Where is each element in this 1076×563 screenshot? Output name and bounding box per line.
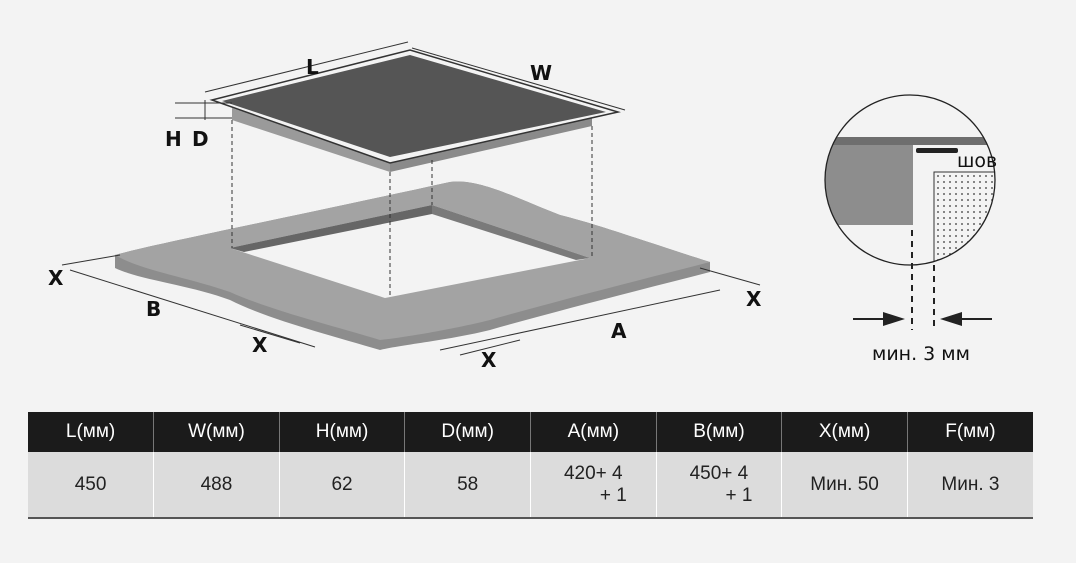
countertop	[115, 181, 710, 350]
label-L: L	[306, 55, 319, 79]
cell-F: Мин. 3	[907, 452, 1033, 519]
cell-W: 488	[153, 452, 280, 519]
label-B: B	[146, 297, 161, 321]
cell-A-tolerance: + 1	[599, 484, 627, 506]
label-W: W	[530, 61, 552, 85]
label-H: H	[165, 127, 182, 151]
header-B: B(мм)	[656, 412, 783, 452]
header-F: F(мм)	[907, 412, 1033, 452]
cell-D: 58	[404, 452, 531, 519]
header-H: H(мм)	[279, 412, 406, 452]
label-X-bottom-left: X	[252, 333, 268, 357]
cell-A-main: 420+ 4	[563, 462, 623, 484]
header-A: A(мм)	[530, 412, 657, 452]
dimensions-table: L(мм) W(мм) H(мм) D(мм) A(мм) B(мм) X(мм…	[28, 412, 1033, 519]
cell-B-main: 450+ 4	[689, 462, 749, 484]
header-X: X(мм)	[781, 412, 908, 452]
seam-label: шов	[957, 150, 997, 172]
arrow-right-icon	[883, 312, 905, 326]
projection-lines	[231, 120, 593, 298]
header-L: L(мм)	[28, 412, 155, 452]
cell-B: 450+ 4+ 1	[656, 452, 783, 519]
cell-H: 62	[279, 452, 406, 519]
label-X-right: X	[746, 287, 762, 311]
installation-diagram: L W H D X B X X A X шов мин. 3 мм	[48, 41, 997, 372]
header-W: W(мм)	[153, 412, 280, 452]
header-D: D(мм)	[404, 412, 531, 452]
label-D: D	[192, 127, 209, 151]
cell-A: 420+ 4+ 1	[530, 452, 657, 519]
dimension-lines	[61, 41, 761, 356]
hob	[209, 49, 621, 172]
arrow-left-icon	[940, 312, 962, 326]
cell-B-tolerance: + 1	[725, 484, 753, 506]
cell-L: 450	[28, 452, 155, 519]
min-gap-label: мин. 3 мм	[872, 343, 970, 365]
table-row: 450 488 62 58 420+ 4+ 1 450+ 4+ 1 Мин. 5…	[28, 452, 1033, 519]
seam-detail: шов мин. 3 мм	[824, 94, 997, 365]
label-A: A	[611, 319, 627, 343]
label-X-bottom: X	[481, 348, 497, 372]
cell-X: Мин. 50	[781, 452, 908, 519]
label-X-left: X	[48, 266, 64, 290]
table-header-row: L(мм) W(мм) H(мм) D(мм) A(мм) B(мм) X(мм…	[28, 412, 1033, 452]
